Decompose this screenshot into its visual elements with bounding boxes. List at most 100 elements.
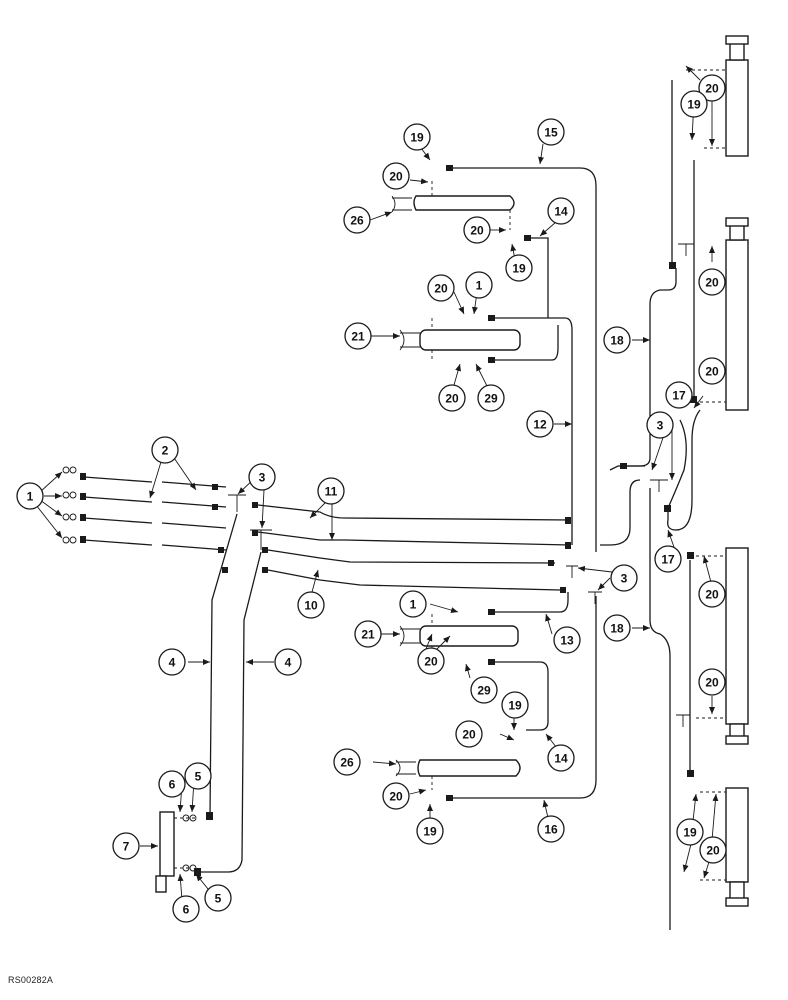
callout-20: 20 bbox=[698, 268, 726, 296]
callout-label: 19 bbox=[683, 826, 697, 840]
callout-label: 26 bbox=[350, 214, 364, 228]
callout-20: 20 bbox=[698, 74, 726, 102]
right-hoses bbox=[600, 80, 701, 930]
callout-label: 5 bbox=[215, 892, 222, 906]
callout-label: 20 bbox=[445, 392, 459, 406]
callout-14: 14 bbox=[547, 744, 575, 772]
callout-19: 19 bbox=[505, 254, 533, 282]
callout-20: 20 bbox=[455, 720, 483, 748]
callout-label: 20 bbox=[706, 844, 720, 858]
callout-label: 17 bbox=[672, 389, 686, 403]
callout-3: 3 bbox=[646, 411, 674, 439]
callout-label: 1 bbox=[27, 490, 34, 504]
callout-label: 10 bbox=[304, 599, 318, 613]
valve-7 bbox=[155, 811, 197, 893]
callout-label: 19 bbox=[508, 699, 522, 713]
callout-label: 2 bbox=[162, 444, 169, 458]
callout-18: 18 bbox=[603, 614, 631, 642]
callout-1: 1 bbox=[16, 482, 44, 510]
callout-label: 3 bbox=[259, 471, 266, 485]
callout-label: 19 bbox=[687, 98, 701, 112]
callout-26: 26 bbox=[333, 748, 361, 776]
cylinder-26-bottom bbox=[395, 596, 597, 801]
cylinder-26-top bbox=[391, 165, 597, 552]
callout-20: 20 bbox=[698, 668, 726, 696]
right-cylinder-4 bbox=[700, 787, 749, 907]
callout-29: 29 bbox=[477, 384, 505, 412]
callout-21: 21 bbox=[354, 620, 382, 648]
callout-label: 20 bbox=[434, 282, 448, 296]
callout-label: 20 bbox=[705, 276, 719, 290]
callout-10: 10 bbox=[297, 591, 325, 619]
callout-19: 19 bbox=[501, 691, 529, 719]
left-hose-bundle bbox=[62, 466, 571, 593]
callout-label: 6 bbox=[183, 903, 190, 917]
hose-4-pair bbox=[194, 513, 262, 876]
callout-20: 20 bbox=[699, 836, 727, 864]
callout-label: 26 bbox=[340, 756, 354, 770]
callout-label: 20 bbox=[705, 588, 719, 602]
callout-label: 20 bbox=[705, 82, 719, 96]
callout-29: 29 bbox=[470, 676, 498, 704]
callout-4: 4 bbox=[274, 648, 302, 676]
callout-label: 12 bbox=[533, 418, 547, 432]
callout-20: 20 bbox=[382, 162, 410, 190]
callout-label: 19 bbox=[423, 825, 437, 839]
callout-12: 12 bbox=[526, 410, 554, 438]
callout-17: 17 bbox=[665, 381, 693, 409]
callout-11: 11 bbox=[317, 477, 345, 505]
callout-label: 29 bbox=[484, 392, 498, 406]
callout-20: 20 bbox=[698, 357, 726, 385]
callout-label: 14 bbox=[554, 752, 568, 766]
callout-4: 4 bbox=[158, 648, 186, 676]
callout-6: 6 bbox=[172, 895, 200, 923]
callout-label: 15 bbox=[544, 126, 558, 140]
callout-label: 20 bbox=[424, 655, 438, 669]
callout-label: 20 bbox=[705, 365, 719, 379]
callout-17: 17 bbox=[654, 545, 682, 573]
callout-label: 14 bbox=[554, 205, 568, 219]
callout-20: 20 bbox=[698, 580, 726, 608]
right-cylinder-2 bbox=[700, 217, 749, 411]
cylinder-21-upper bbox=[399, 315, 573, 545]
callout-20: 20 bbox=[438, 384, 466, 412]
callout-1: 1 bbox=[465, 271, 493, 299]
callout-20: 20 bbox=[427, 274, 455, 302]
callout-19: 19 bbox=[676, 818, 704, 846]
callout-5: 5 bbox=[204, 884, 232, 912]
callout-16: 16 bbox=[537, 815, 565, 843]
callout-6: 6 bbox=[158, 770, 186, 798]
callout-label: 20 bbox=[389, 790, 403, 804]
callout-3: 3 bbox=[248, 463, 276, 491]
callout-2: 2 bbox=[151, 436, 179, 464]
callout-label: 11 bbox=[325, 485, 338, 499]
callout-label: 20 bbox=[470, 224, 484, 238]
callout-19: 19 bbox=[403, 123, 431, 151]
right-cylinder-1 bbox=[686, 35, 749, 157]
callout-18: 18 bbox=[603, 326, 631, 354]
callout-14: 14 bbox=[547, 197, 575, 225]
callout-label: 1 bbox=[410, 598, 417, 612]
callout-label: 6 bbox=[169, 778, 176, 792]
callout-1: 1 bbox=[399, 590, 427, 618]
callout-label: 16 bbox=[544, 823, 558, 837]
callout-label: 18 bbox=[610, 622, 624, 636]
callout-label: 20 bbox=[389, 170, 403, 184]
callout-label: 5 bbox=[195, 770, 202, 784]
callout-label: 19 bbox=[410, 131, 424, 145]
callout-label: 13 bbox=[560, 634, 574, 648]
callout-label: 4 bbox=[285, 656, 292, 670]
callout-label: 18 bbox=[610, 334, 624, 348]
callout-19: 19 bbox=[416, 817, 444, 845]
center-tees bbox=[566, 565, 602, 604]
callout-13: 13 bbox=[553, 626, 581, 654]
callout-label: 21 bbox=[351, 330, 365, 344]
callout-label: 29 bbox=[477, 684, 491, 698]
figure-code: RS00282A bbox=[8, 975, 54, 985]
callout-label: 20 bbox=[705, 676, 719, 690]
callout-15: 15 bbox=[537, 118, 565, 146]
callout-label: 19 bbox=[512, 262, 526, 276]
right-cylinder-3 bbox=[696, 547, 749, 745]
